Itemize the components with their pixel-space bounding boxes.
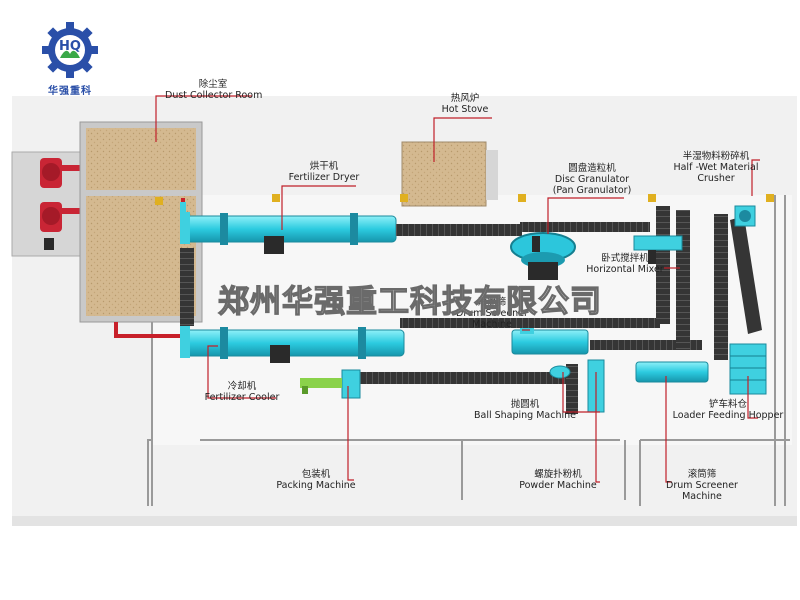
label-powder-machine: 螺旋扑粉机 Powder Machine <box>519 469 597 491</box>
foundation-lines <box>147 195 790 506</box>
half-wet-crusher <box>734 205 756 227</box>
fertilizer-dryer-drum <box>180 202 397 254</box>
label-fertilizer-cooler: 冷却机 Fertilizer Cooler <box>204 381 280 403</box>
logo-caption: 华强重科 <box>48 86 92 97</box>
label-disc-granulator: 圆盘造粒机 Disc Granulator (Pan Granulator) <box>552 163 632 196</box>
label-leader-lines <box>155 95 760 483</box>
hot-stove <box>401 141 498 207</box>
label-drum-screener-low: 滚筒筛 Drum Screener Machine <box>666 469 738 502</box>
horizontal-mixer <box>633 235 683 264</box>
label-fertilizer-dryer: 烘干机 Fertilizer Dryer <box>288 161 360 183</box>
label-dust-collector: 除尘室 Dust Collector Room <box>165 79 263 101</box>
label-hot-stove: 热风炉 Hot Stove <box>441 93 489 115</box>
pedestals <box>155 194 774 205</box>
belt-conveyors <box>180 206 762 414</box>
label-ball-shaping: 抛圆机 Ball Shaping Machine <box>473 399 577 421</box>
company-watermark: 郑州华强重工科技有限公司 <box>217 283 602 320</box>
label-loader-hopper: 铲车料仓 Loader Feeding Hopper <box>672 399 784 421</box>
packing-machine <box>300 369 361 399</box>
label-drum-screener-mid: 滚筒筛 Drum Screener Machine <box>456 297 528 330</box>
fertilizer-cooler-drum <box>180 326 405 363</box>
ball-shaping-machine <box>549 365 571 379</box>
logo-letters: HQ <box>59 39 81 54</box>
company-logo: HQ <box>42 22 98 78</box>
drum-screener-low <box>635 361 709 383</box>
label-half-wet-crusher: 半湿物料粉碎机 Half -Wet Material Crusher <box>673 151 759 184</box>
blower-station <box>11 151 83 257</box>
label-horizontal-mixer: 卧式搅拌机 Horizontal Mixer <box>586 253 664 275</box>
label-packing: 包装机 Packing Machine <box>276 469 356 491</box>
disc-granulator <box>510 232 576 280</box>
